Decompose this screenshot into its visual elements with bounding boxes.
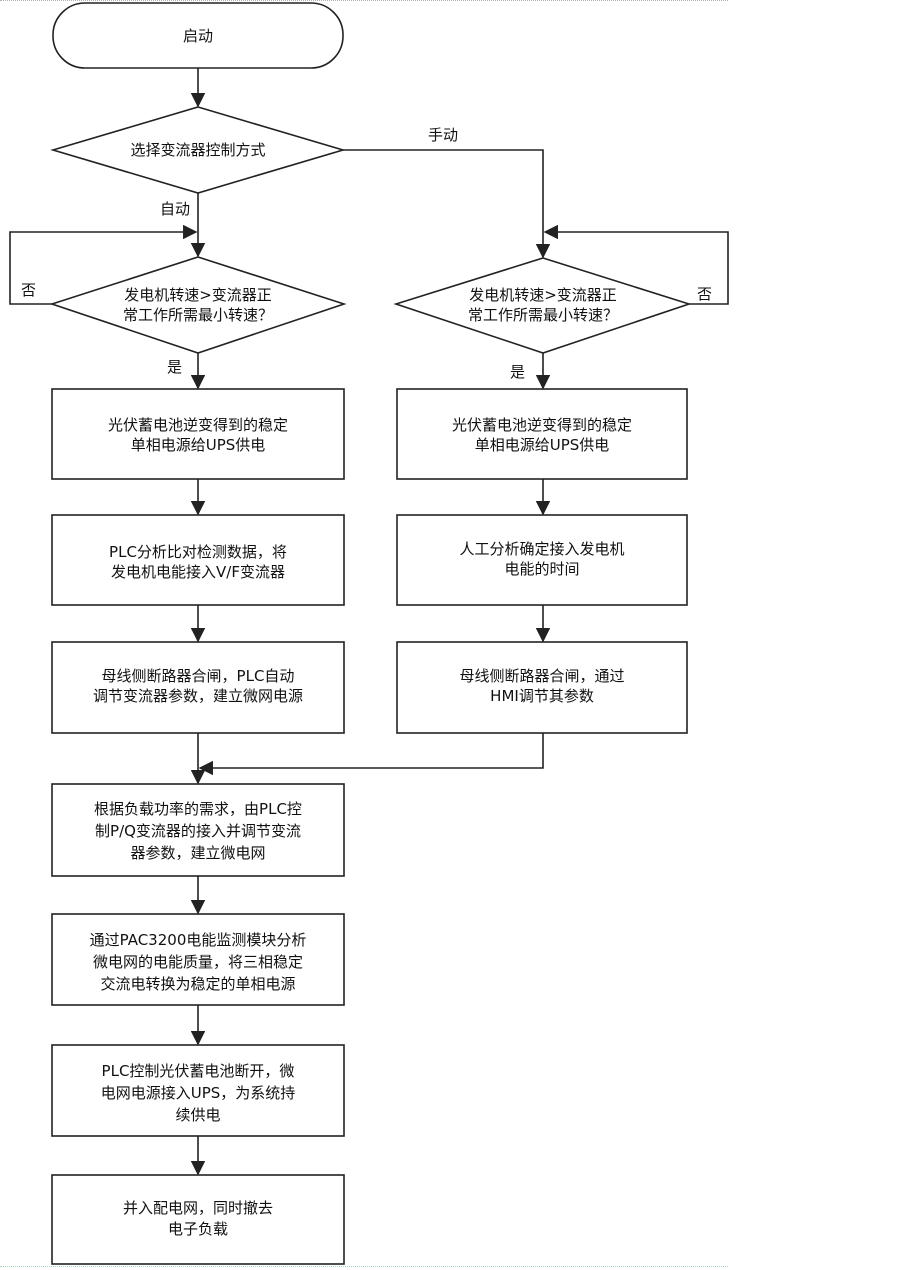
- decision-speed-auto-line-2: 常工作所需最小转速？: [123, 306, 273, 324]
- node-manual-ups: 光伏蓄电池逆变得到的稳定 单相电源给UPS供电: [396, 388, 688, 480]
- node-plc-disconnect: PLC控制光伏蓄电池断开，微 电网电源接入UPS，为系统持 续供电: [51, 1044, 345, 1137]
- start-label: 启动: [183, 27, 213, 45]
- decision-speed-auto-diamond: [49, 256, 347, 354]
- auto-plc-analysis-line-2: 发电机电能接入V/F变流器: [111, 563, 285, 581]
- label-no-right: 否: [697, 285, 712, 303]
- pac3200-box: [51, 913, 345, 1006]
- start-terminator: [52, 2, 344, 69]
- manual-ups-line-1: 光伏蓄电池逆变得到的稳定: [452, 416, 632, 434]
- decision-mode-label: 选择变流器控制方式: [130, 141, 265, 159]
- node-manual-analysis: 人工分析确定接入发电机 电能的时间: [396, 514, 688, 606]
- auto-breaker-line-2: 调节变流器参数，建立微网电源: [93, 687, 303, 705]
- manual-ups-line-2: 单相电源给UPS供电: [475, 436, 610, 454]
- pac3200-line-2: 微电网的电能质量，将三相稳定: [93, 953, 303, 971]
- node-decision-speed-auto: 发电机转速>变流器正 常工作所需最小转速？: [49, 256, 347, 354]
- node-auto-ups: 光伏蓄电池逆变得到的稳定 单相电源给UPS供电: [51, 388, 345, 480]
- edge-manual-no-loop: [543, 224, 729, 305]
- auto-plc-analysis-line-1: PLC分析比对检测数据，将: [109, 543, 287, 561]
- edge-mode-to-manual-speed: [343, 149, 551, 259]
- decision-mode-diamond: [50, 106, 346, 194]
- label-yes-left: 是: [167, 358, 182, 376]
- plc-disconnect-line-3: 续供电: [175, 1106, 220, 1124]
- load-control-line-2: 制P/Q变流器的接入并调节变流: [95, 822, 301, 840]
- label-auto: 自动: [160, 200, 190, 218]
- load-control-line-1: 根据负载功率的需求，由PLC控: [94, 800, 302, 818]
- edge-auto-no-loop: [9, 224, 198, 305]
- node-manual-breaker: 母线侧断路器合闸，通过 HMI调节其参数: [396, 641, 688, 734]
- node-decision-speed-manual: 发电机转速>变流器正 常工作所需最小转速？: [393, 257, 692, 354]
- label-no-left: 否: [21, 281, 36, 299]
- node-start: 启动: [52, 2, 344, 69]
- label-manual: 手动: [428, 126, 458, 144]
- plc-disconnect-line-1: PLC控制光伏蓄电池断开，微: [102, 1062, 295, 1080]
- manual-breaker-box: [396, 641, 688, 734]
- load-control-box: [51, 783, 345, 877]
- manual-analysis-box: [396, 514, 688, 606]
- pac3200-line-3: 交流电转换为稳定的单相电源: [100, 975, 295, 993]
- manual-breaker-line-1: 母线侧断路器合闸，通过: [459, 667, 624, 685]
- grid-connect-line-1: 并入配电网，同时撤去: [123, 1199, 273, 1217]
- decision-speed-manual-line-2: 常工作所需最小转速？: [468, 306, 618, 324]
- decision-speed-auto-line-1: 发电机转速>变流器正: [124, 286, 272, 304]
- plc-disconnect-box: [51, 1044, 345, 1137]
- auto-breaker-box: [51, 641, 345, 734]
- node-grid-connect: 并入配电网，同时撤去 电子负载: [51, 1174, 345, 1265]
- auto-ups-line-2: 单相电源给UPS供电: [131, 436, 266, 454]
- node-auto-breaker: 母线侧断路器合闸，PLC自动 调节变流器参数，建立微网电源: [51, 641, 345, 734]
- auto-ups-box: [51, 388, 345, 480]
- plc-disconnect-line-2: 电网电源接入UPS，为系统持: [101, 1084, 296, 1102]
- load-control-line-3: 器参数，建立微电网: [130, 844, 265, 862]
- node-load-control: 根据负载功率的需求，由PLC控 制P/Q变流器的接入并调节变流 器参数，建立微电…: [51, 783, 345, 877]
- auto-breaker-line-1: 母线侧断路器合闸，PLC自动: [102, 667, 295, 685]
- node-auto-plc-analysis: PLC分析比对检测数据，将 发电机电能接入V/F变流器: [51, 514, 345, 606]
- decision-speed-manual-line-1: 发电机转速>变流器正: [469, 286, 617, 304]
- edge-manual-breaker-merge: [198, 733, 544, 776]
- grid-connect-line-2: 电子负载: [168, 1220, 228, 1238]
- manual-ups-box: [396, 388, 688, 480]
- edge-labels: 手动 自动 否 是 是 否: [21, 126, 712, 381]
- node-decision-mode: 选择变流器控制方式: [50, 106, 346, 194]
- grid-connect-box: [51, 1174, 345, 1265]
- top-dotted-border: [0, 0, 728, 3]
- auto-plc-analysis-box: [51, 514, 345, 606]
- manual-breaker-line-2: HMI调节其参数: [490, 687, 594, 705]
- decision-speed-manual-diamond: [393, 257, 692, 354]
- connectors: [9, 68, 729, 1176]
- manual-analysis-line-2: 电能的时间: [504, 560, 579, 578]
- manual-analysis-line-1: 人工分析确定接入发电机: [459, 540, 624, 558]
- label-yes-right: 是: [510, 363, 525, 381]
- node-pac3200: 通过PAC3200电能监测模块分析 微电网的电能质量，将三相稳定 交流电转换为稳…: [51, 913, 345, 1006]
- bottom-rule: [0, 1266, 728, 1269]
- auto-ups-line-1: 光伏蓄电池逆变得到的稳定: [108, 416, 288, 434]
- pac3200-line-1: 通过PAC3200电能监测模块分析: [90, 931, 307, 949]
